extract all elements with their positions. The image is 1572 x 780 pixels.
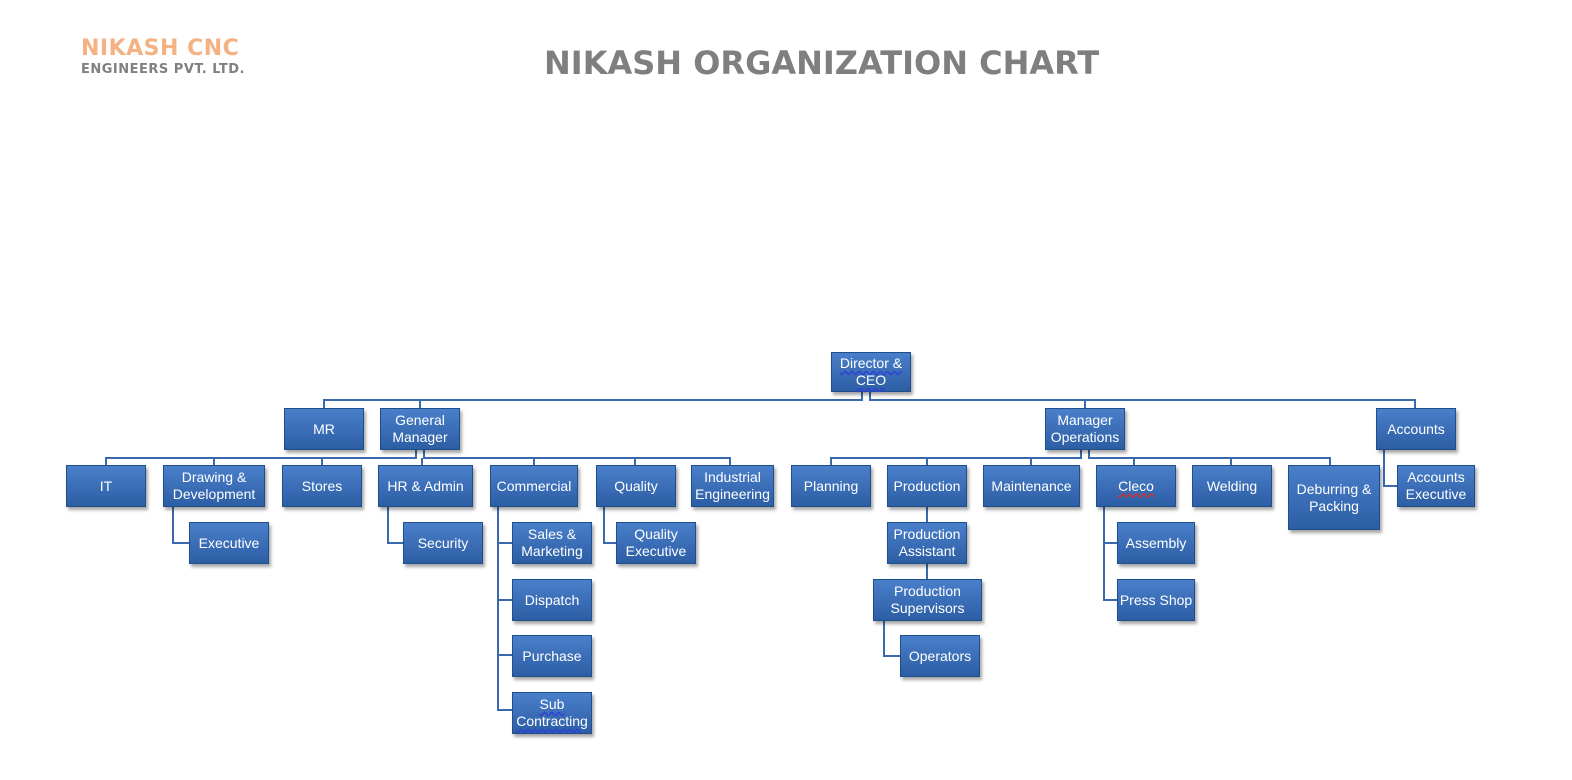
connector-mgrops-bus-right [1088, 450, 1331, 465]
company-logo: NIKASH CNC ENGINEERS PVT. LTD. [81, 36, 245, 78]
node-dispatch[interactable]: Dispatch [512, 579, 592, 621]
node-sales-marketing[interactable]: Sales & Marketing [512, 522, 592, 564]
logo-company-suffix: ENGINEERS PVT. LTD. [81, 62, 245, 77]
node-commercial[interactable]: Commercial [490, 465, 578, 507]
node-it[interactable]: IT [66, 465, 146, 507]
node-general-manager[interactable]: General Manager [380, 408, 460, 450]
node-accounts[interactable]: Accounts [1376, 408, 1456, 450]
node-press-shop[interactable]: Press Shop [1117, 579, 1195, 621]
node-quality[interactable]: Quality [596, 465, 676, 507]
node-quality-executive[interactable]: Quality Executive [616, 522, 696, 564]
node-mr[interactable]: MR [284, 408, 364, 450]
page-title: NIKASH ORGANIZATION CHART [544, 44, 1100, 82]
connector-accounts-exec [1383, 450, 1397, 487]
node-maintenance[interactable]: Maintenance [983, 465, 1080, 507]
node-hr-admin[interactable]: HR & Admin [378, 465, 473, 507]
connector-commercial-trunk [497, 507, 512, 711]
node-planning[interactable]: Planning [791, 465, 871, 507]
node-production[interactable]: Production [887, 465, 967, 507]
node-assembly[interactable]: Assembly [1117, 522, 1195, 564]
node-stores[interactable]: Stores [282, 465, 362, 507]
connector-hr-security [387, 507, 403, 544]
node-operators[interactable]: Operators [900, 635, 980, 677]
node-industrial-engineering[interactable]: Industrial Engineering [691, 465, 774, 507]
node-welding[interactable]: Welding [1192, 465, 1272, 507]
logo-company-name: NIKASH CNC [81, 36, 240, 61]
connector-ceo-left [323, 392, 863, 408]
node-security[interactable]: Security [403, 522, 483, 564]
connector-gm-bus [105, 450, 417, 465]
node-deburring-packing[interactable]: Deburring & Packing [1288, 465, 1380, 530]
connector-gm-bus-right [423, 450, 731, 465]
connector-drawing-exec [172, 507, 189, 544]
node-cleco[interactable]: Cleco [1096, 465, 1176, 507]
node-production-assistant[interactable]: Production Assistant [887, 522, 967, 564]
node-drawing-development[interactable]: Drawing & Development [163, 465, 265, 507]
node-executive[interactable]: Executive [189, 522, 269, 564]
node-manager-operations[interactable]: Manager Operations [1045, 408, 1125, 450]
node-accounts-executive[interactable]: Accounts Executive [1397, 465, 1475, 507]
node-sub-contracting[interactable]: Sub Contracting [512, 692, 592, 734]
node-director-ceo[interactable]: Director & CEO [831, 352, 911, 392]
connector-quality-qexec [603, 507, 616, 544]
node-production-supervisors[interactable]: Production Supervisors [873, 579, 982, 621]
connector-mgrops-bus [830, 450, 1082, 465]
connector-cleco-trunk [1103, 507, 1117, 601]
node-purchase[interactable]: Purchase [512, 635, 592, 677]
connector-ceo-right [869, 392, 1416, 408]
